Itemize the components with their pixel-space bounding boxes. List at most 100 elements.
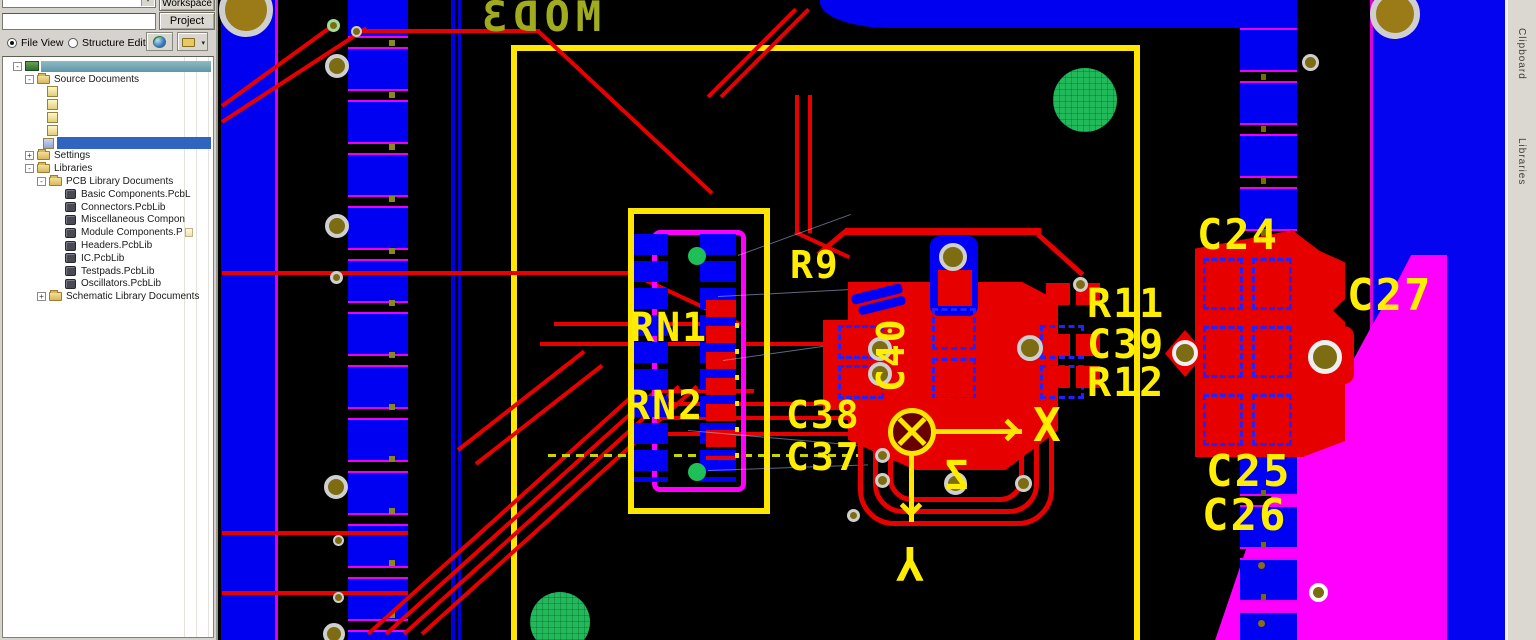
tree-item-library-file[interactable]: Miscellaneous Compon (3, 214, 213, 227)
tree-item-label: PCB Library Documents (66, 176, 174, 188)
tree-item-source-documents[interactable]: - Source Documents (3, 72, 213, 86)
via (868, 362, 892, 386)
axis-y-label: Y (894, 536, 924, 590)
via (875, 448, 890, 463)
structure-editor-radio[interactable] (68, 38, 78, 48)
project-button[interactable]: Project (159, 12, 215, 30)
y-axis-line (909, 454, 914, 522)
tree-item-document[interactable] (3, 124, 213, 137)
tree-item-schematic-library-documents[interactable]: + Schematic Library Documents (3, 290, 213, 303)
tree-item-library-file[interactable]: IC.PcbLib (3, 252, 213, 265)
tree-item-label: Libraries (54, 163, 93, 175)
project-input[interactable] (2, 13, 156, 30)
via (1302, 54, 1319, 71)
plane-pad-green (1053, 68, 1117, 132)
trace (742, 342, 828, 346)
designator-c37: C37 (786, 435, 861, 479)
tree-item-library-file[interactable]: Basic Components.PcbL (3, 188, 213, 201)
tree-item-libraries[interactable]: - Libraries (3, 162, 213, 175)
designator-c27: C27 (1347, 270, 1433, 321)
copper-region-blue (820, 0, 1297, 28)
pad-inner-layer (1203, 394, 1243, 446)
folder-icon (49, 290, 62, 302)
via (1172, 340, 1198, 366)
collapse-icon[interactable]: - (25, 74, 34, 84)
tree-item-label: Source Documents (54, 73, 140, 85)
paste-dots-column (735, 302, 739, 462)
file-view-radio[interactable] (7, 38, 17, 48)
combobox-dropdown-icon[interactable]: ▾ (141, 0, 154, 6)
via (324, 475, 348, 499)
document-icon (47, 86, 58, 98)
via (868, 337, 892, 361)
tab-clipboard[interactable]: Clipboard (1516, 28, 1527, 80)
library-file-label: Module Components.P (81, 227, 183, 239)
pad-column (348, 0, 408, 640)
blue-trace (451, 0, 455, 640)
tree-item-document[interactable] (3, 111, 213, 124)
folder-icon (182, 38, 195, 47)
plane-pad-green (530, 592, 590, 640)
designator-c26: C26 (1202, 490, 1288, 541)
pad-inner-layer (932, 358, 976, 400)
designator-mod3: MOD3 (476, 0, 602, 41)
copper-region-blue (221, 0, 278, 640)
tab-libraries[interactable]: Libraries (1516, 138, 1527, 186)
library-file-label: Basic Components.PcbL (81, 188, 191, 200)
via (875, 473, 890, 488)
tree-item-library-file[interactable]: Module Components.P (3, 226, 213, 239)
designator-r9: R9 (790, 243, 840, 287)
tree-column-divider (184, 57, 185, 637)
structure-editor-label: Structure Editor (82, 37, 155, 49)
via-green (688, 247, 706, 265)
panel-tab-strip: Clipboard Libraries (1505, 0, 1536, 640)
tree-item-document[interactable] (3, 86, 213, 99)
via (1015, 475, 1032, 492)
tree-root-row[interactable]: - (3, 60, 213, 73)
via (1370, 0, 1420, 39)
pad-column-red (706, 300, 736, 460)
pad-inner-layer (1203, 326, 1243, 378)
via (325, 54, 349, 78)
designator-c39: C39 (1087, 322, 1166, 368)
preview-button[interactable] (146, 32, 173, 51)
tree-item-library-file[interactable]: Connectors.PcbLib (3, 201, 213, 214)
pad-red (1046, 334, 1070, 356)
workspace-combobox[interactable]: ▾ (2, 0, 156, 8)
via (939, 243, 967, 271)
via (1308, 340, 1342, 374)
tree-item-settings[interactable]: + Settings (3, 149, 213, 163)
expand-icon[interactable]: + (25, 151, 34, 161)
trace (845, 228, 1041, 235)
pad-inner-layer (1203, 258, 1243, 310)
open-folder-button[interactable]: ▾ (177, 32, 208, 51)
tree-item-document[interactable] (3, 98, 213, 111)
folder-icon (37, 149, 50, 161)
expand-icon[interactable]: + (37, 292, 46, 302)
collapse-icon[interactable]: - (37, 177, 46, 187)
designator-rn1: RN1 (630, 305, 709, 351)
root-selection-bar (41, 60, 211, 72)
tree-item-document-selected[interactable] (3, 137, 213, 150)
document-icon (47, 99, 58, 111)
tree-item-library-file[interactable]: Headers.PcbLib (3, 239, 213, 252)
folder-icon (37, 162, 50, 174)
via (847, 509, 860, 522)
component-outline-rn[interactable] (628, 208, 770, 514)
pcblib-icon (65, 266, 76, 277)
pad-inner-layer (1252, 258, 1292, 310)
designator-c38: C38 (786, 393, 861, 437)
via (944, 472, 967, 495)
project-tree[interactable]: - - Source Documents + Settings (2, 56, 214, 638)
tree-item-library-file[interactable]: Oscillators.PcbLib (3, 278, 213, 291)
pcb-editor-canvas[interactable]: MOD3 RN1 RN2 R9 C40 C38 C37 R11 C39 R12 … (218, 0, 1505, 640)
pad-red (1076, 334, 1100, 356)
collapse-icon[interactable]: - (13, 61, 22, 71)
tree-item-library-file[interactable]: Testpads.PcbLib (3, 265, 213, 278)
tree-item-pcb-library-documents[interactable]: - PCB Library Documents (3, 175, 213, 188)
workspace-button[interactable]: Workspace (159, 0, 215, 11)
collapse-icon[interactable]: - (25, 164, 34, 174)
pcblib-icon (65, 202, 76, 213)
projects-panel: ▾ Workspace Project File View Structure … (0, 0, 218, 640)
